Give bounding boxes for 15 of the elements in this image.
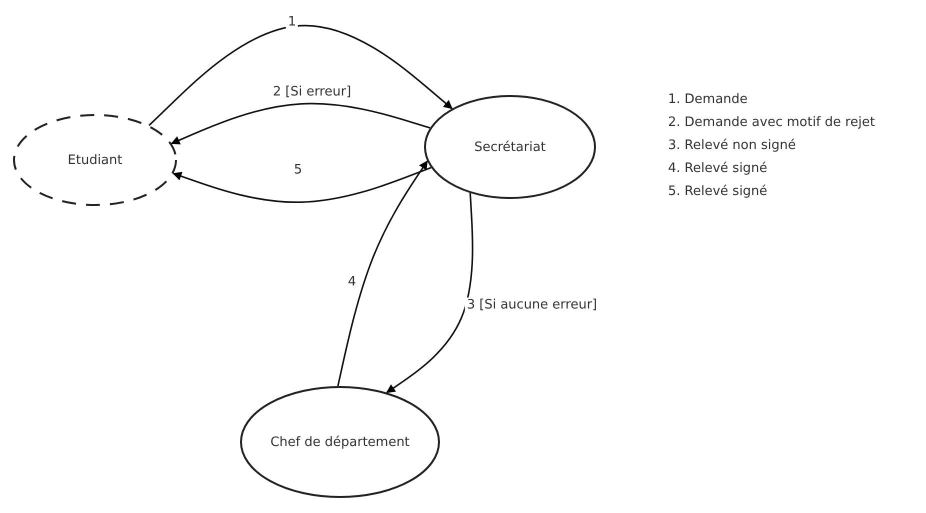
legend-note: 1. Demande — [668, 92, 748, 107]
legend-note: 5. Relevé signé — [668, 184, 768, 199]
arrow — [172, 166, 432, 203]
node-label: Secrétariat — [474, 140, 546, 154]
node-label: Etudiant — [68, 152, 122, 168]
legend-note: 3. Relevé non signé — [668, 138, 796, 153]
legend-note: 4. Relevé signé — [668, 161, 768, 176]
arrow — [386, 193, 474, 394]
arrow — [170, 102, 430, 144]
edge-label: 1 — [286, 14, 298, 30]
arrow — [337, 160, 428, 386]
node-label: Chef de département — [270, 434, 410, 450]
edge-label: 2 [Si erreur] — [270, 84, 354, 100]
legend-note: 2. Demande avec motif de rejet — [668, 115, 875, 130]
arrow — [148, 24, 453, 126]
